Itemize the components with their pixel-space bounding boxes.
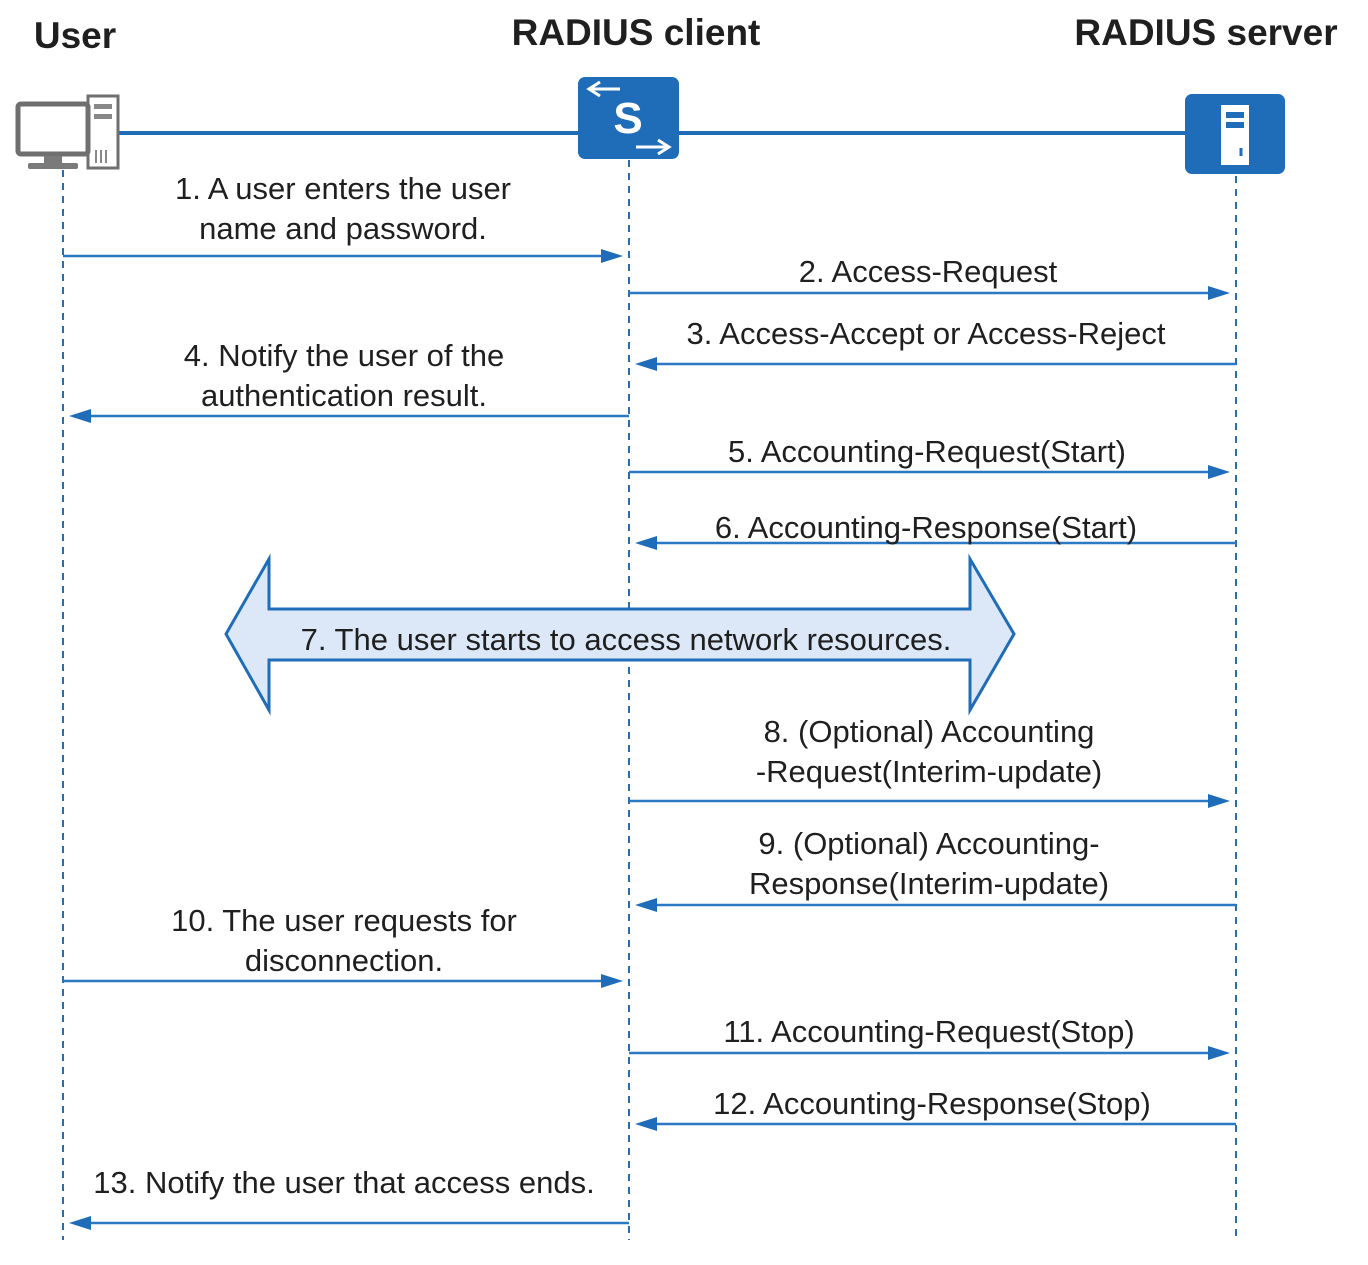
message-arrowhead [1208, 465, 1230, 479]
message-10: 11. Accounting-Request(Stop) [629, 1014, 1230, 1060]
message-arrowhead [635, 357, 657, 371]
message-12: 13. Notify the user that access ends. [69, 1165, 629, 1230]
message-label: -Request(Interim-update) [756, 754, 1102, 789]
message-label: disconnection. [245, 943, 443, 978]
message-label: 10. The user requests for [171, 903, 517, 938]
message-arrowhead [635, 1117, 657, 1131]
messages-layer: 1. A user enters the user name and passwo… [63, 171, 1236, 1230]
message-label: 13. Notify the user that access ends. [93, 1165, 594, 1200]
message-label: authentication result. [201, 378, 487, 413]
message-arrowhead [635, 536, 657, 550]
double-arrow-shape [224, 553, 1016, 716]
access-arrow-label: 7. The user starts to access network res… [301, 622, 952, 657]
server-icon [1185, 94, 1285, 174]
access-arrow: 7. The user starts to access network res… [224, 553, 1016, 716]
message-label: 5. Accounting-Request(Start) [728, 434, 1126, 469]
message-arrowhead [69, 1216, 91, 1230]
message-label: Response(Interim-update) [749, 866, 1109, 901]
message-arrowhead [1208, 1046, 1230, 1060]
message-label: 11. Accounting-Request(Stop) [723, 1014, 1134, 1049]
message-label: 1. A user enters the user [175, 171, 511, 206]
message-7: 8. (Optional) Accounting -Request(Interim… [629, 714, 1230, 808]
message-11: 12. Accounting-Response(Stop) [635, 1086, 1236, 1131]
message-4: 4. Notify the user of the authentication … [69, 338, 629, 423]
message-label: name and password. [199, 211, 487, 246]
message-arrowhead [69, 409, 91, 423]
message-arrowhead [601, 249, 623, 263]
message-1: 1. A user enters the user name and passwo… [63, 171, 623, 263]
message-3: 3. Access-Accept or Access-Reject [635, 316, 1236, 371]
message-2: 2. Access-Request [629, 254, 1230, 300]
message-label: 8. (Optional) Accounting [764, 714, 1095, 749]
message-8: 9. (Optional) Accounting- Response(Interi… [635, 826, 1236, 912]
message-arrowhead [601, 974, 623, 988]
message-label: 4. Notify the user of the [184, 338, 505, 373]
message-6: 6. Accounting-Response(Start) [635, 510, 1236, 550]
message-label: 12. Accounting-Response(Stop) [713, 1086, 1151, 1121]
participant-client-label: RADIUS client [512, 12, 761, 53]
message-label: 3. Access-Accept or Access-Reject [687, 316, 1166, 351]
message-label: 9. (Optional) Accounting- [758, 826, 1099, 861]
switch-icon: S [578, 77, 679, 159]
svg-text:S: S [613, 94, 642, 143]
participant-user-label: User [34, 15, 116, 56]
message-arrowhead [635, 898, 657, 912]
message-arrowhead [1208, 794, 1230, 808]
computer-icon [15, 94, 120, 170]
message-label: 2. Access-Request [799, 254, 1058, 289]
message-arrowhead [1208, 286, 1230, 300]
message-label: 6. Accounting-Response(Start) [715, 510, 1137, 545]
message-9: 10. The user requests for disconnection. [63, 903, 623, 988]
participant-server-label: RADIUS server [1074, 12, 1337, 53]
message-5: 5. Accounting-Request(Start) [629, 434, 1230, 479]
